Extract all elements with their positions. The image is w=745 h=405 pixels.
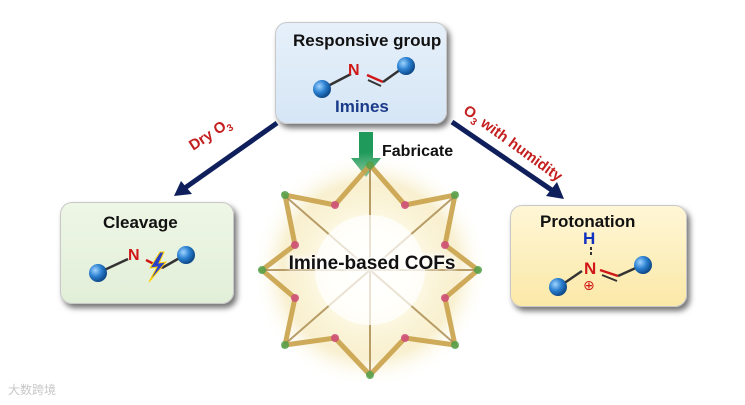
nitrogen-atom-protonated: N [584,259,597,278]
fabricate-label: Fabricate [382,143,454,160]
protonated-imine-molecule [549,247,652,296]
arrow-to-cleavage [174,120,279,196]
responsive-group-box [275,22,447,124]
lightning-bolt-icon [148,251,168,283]
protonation-box [510,205,687,307]
nitrogen-atom-top: N [348,62,360,79]
cleavage-title: Cleavage [103,213,178,232]
nitrogen-atom-cleavage: N [128,247,140,264]
cof-structure-illustration [252,152,488,388]
imine-molecule-cleavage [89,246,195,283]
cleavage-box [60,202,234,304]
watermark: 大数跨境 [8,383,57,397]
positive-charge-icon: ⊕ [583,277,595,293]
imine-molecule-top [313,57,415,98]
arrow-to-protonation [450,119,564,199]
imines-label: Imines [335,97,389,116]
protonation-title: Protonation [540,212,636,231]
hydrogen-atom: H [583,229,596,248]
responsive-group-title: Responsive group [293,31,442,50]
imine-based-cofs-label: Imine-based COFs [288,253,456,274]
